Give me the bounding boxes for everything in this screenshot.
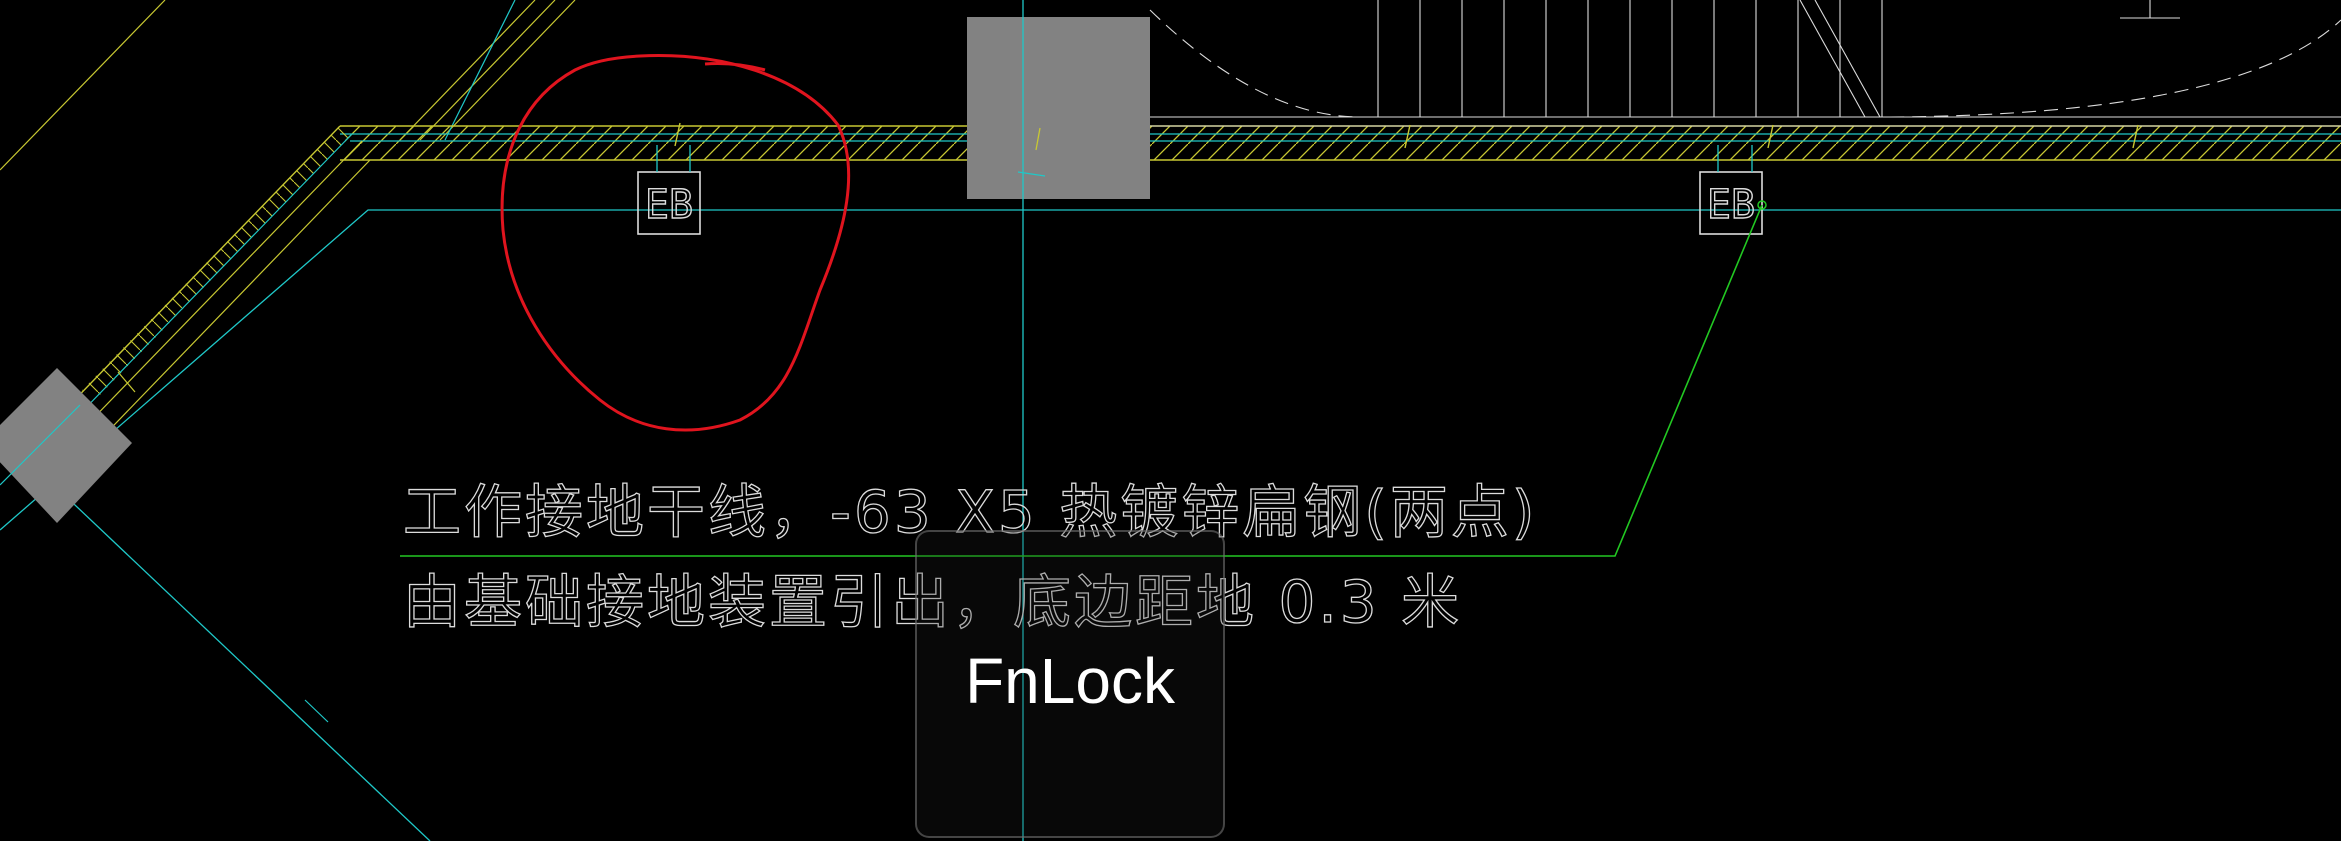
red-markup-circle[interactable]: [500, 54, 851, 432]
cyan-diagonal-top: [444, 0, 516, 141]
cyan-diagonal-bottom: [37, 469, 431, 841]
eb-label-1: EB: [645, 182, 693, 228]
diagonal-lines-top-left: [0, 0, 576, 171]
hatched-wall: [340, 125, 2341, 161]
eb-label-2: EB: [1707, 182, 1755, 228]
wall-ticks: [674, 122, 2139, 149]
green-leader-line: [400, 204, 1763, 557]
diagonal-wall: [59, 125, 371, 451]
gray-column-square: [967, 17, 1150, 199]
annotation-line-2: 由基础接地装置引出，底边距地 0.3 米: [403, 568, 1462, 636]
cyan-outline: [0, 209, 2341, 531]
fnlock-label: FnLock: [965, 645, 1175, 717]
annotation-line-1: 工作接地干线，-63 X5 热镀锌扁钢(两点): [403, 478, 1538, 546]
stair-lines: [1149, 0, 2341, 127]
eb-box-1[interactable]: EB: [637, 145, 701, 235]
fnlock-osd: FnLock: [915, 530, 1225, 838]
eb-box-2[interactable]: EB: [1699, 145, 1767, 235]
cyan-tick: [304, 699, 329, 723]
gray-column-diamond: [0, 368, 132, 523]
